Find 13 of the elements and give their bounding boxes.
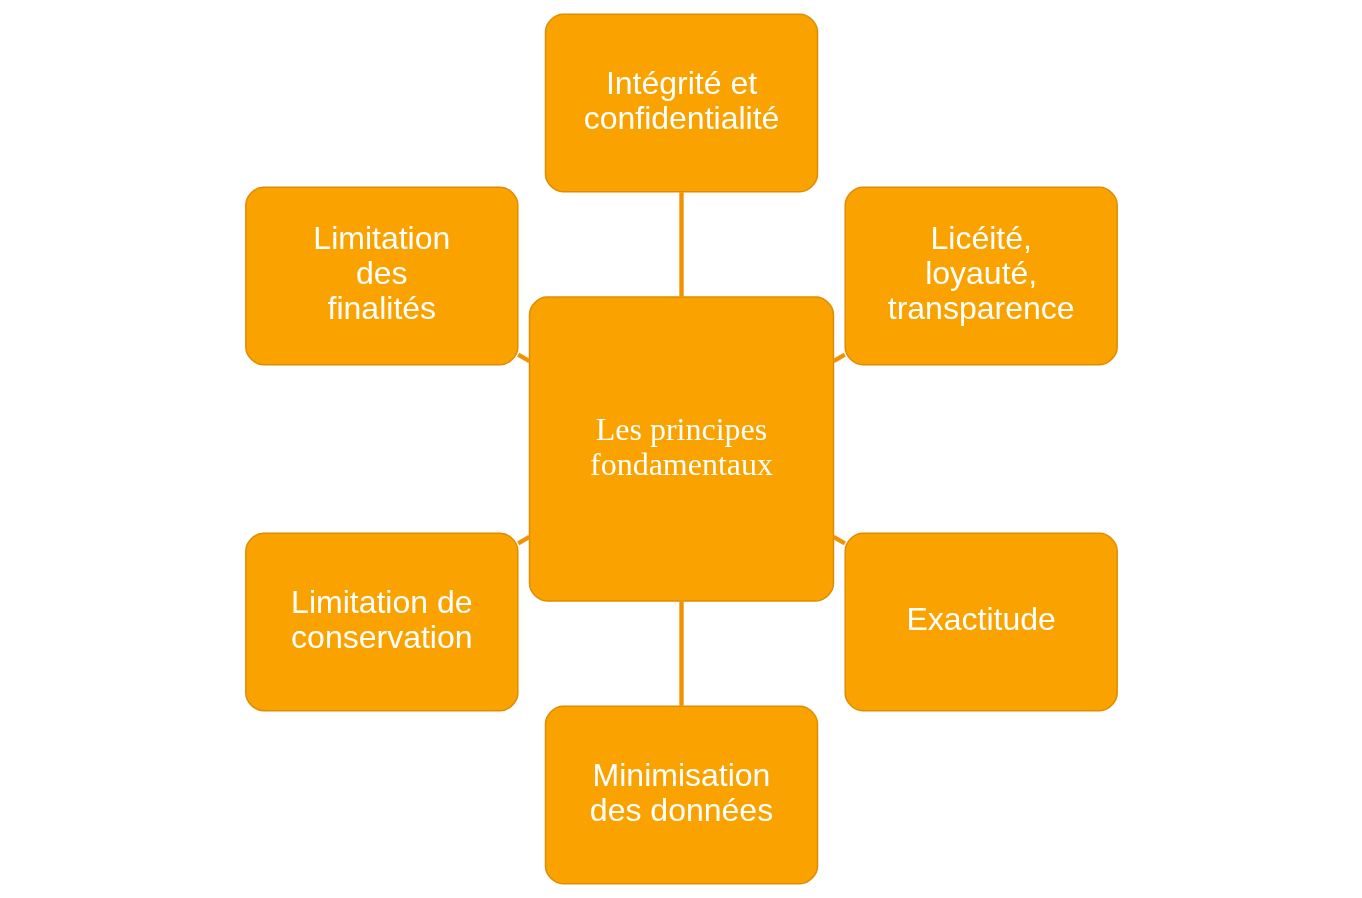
node-box: Les principes fondamentaux xyxy=(528,296,834,602)
node-box: Intégrité et confidentialité xyxy=(544,13,818,193)
node-box: Minimisation des données xyxy=(544,705,818,885)
connector xyxy=(831,534,846,546)
node-box: Limitation de conservation xyxy=(244,532,519,712)
connector xyxy=(831,352,846,364)
connector xyxy=(516,352,531,364)
node-box: Limitation des finalités xyxy=(244,186,519,366)
node-box: Licéité, loyauté, transparence xyxy=(843,186,1118,366)
connector xyxy=(516,534,531,546)
connector xyxy=(678,601,684,706)
node-box: Exactitude xyxy=(843,532,1118,712)
connector xyxy=(678,192,684,297)
